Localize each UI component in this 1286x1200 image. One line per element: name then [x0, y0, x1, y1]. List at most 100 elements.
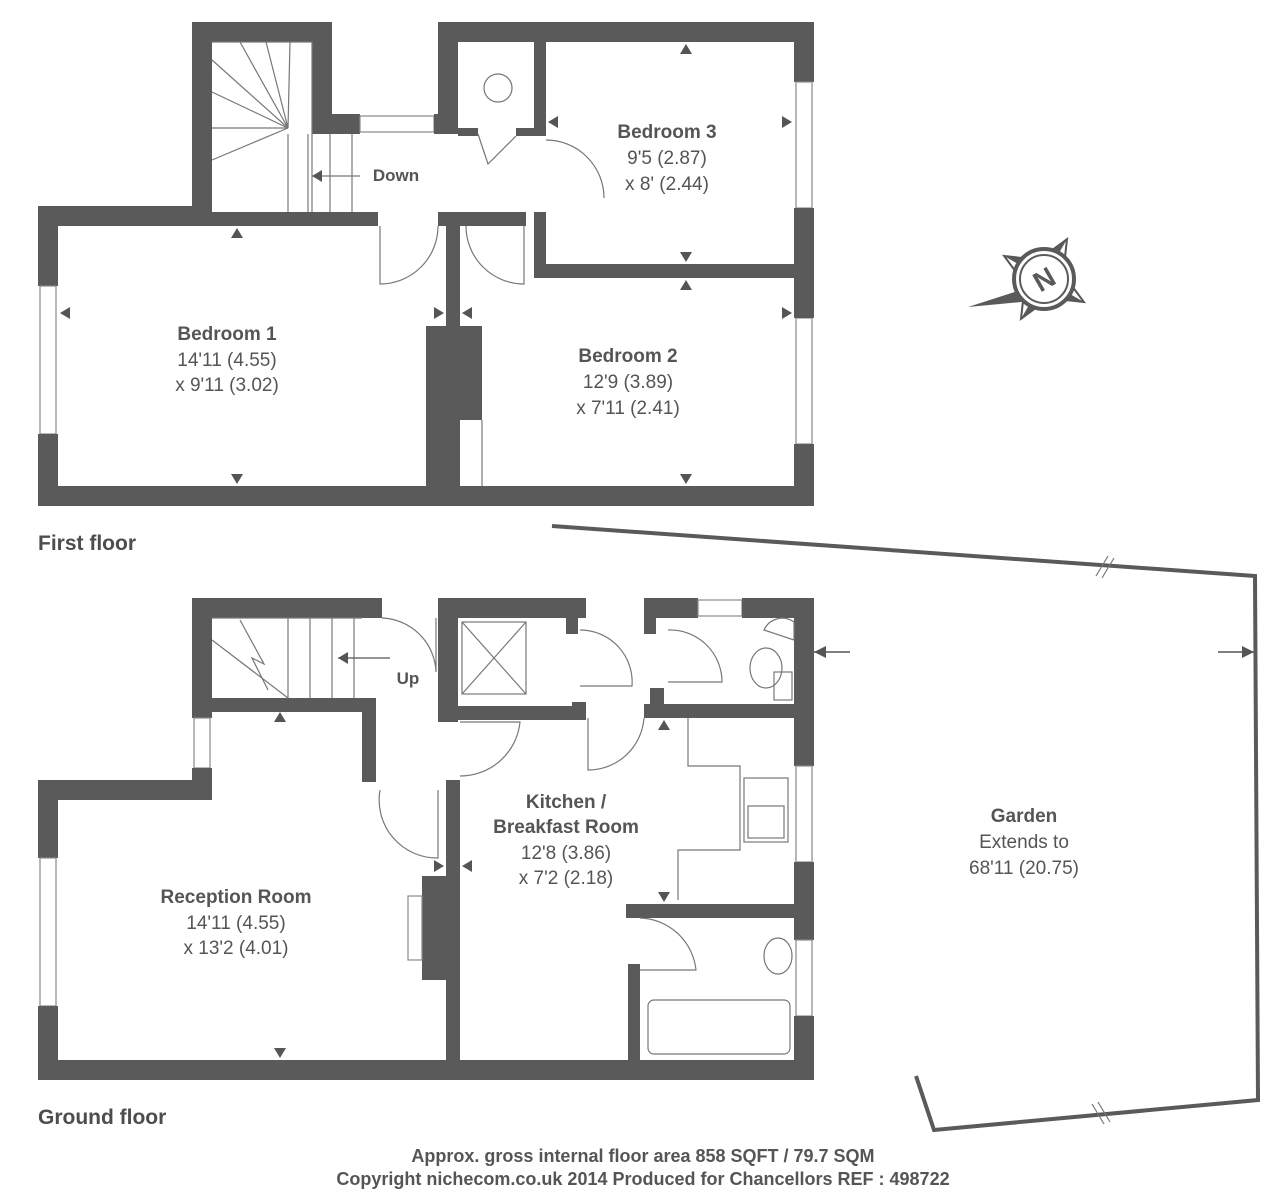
- wall: [38, 1060, 814, 1080]
- window: [795, 81, 813, 209]
- wall: [794, 598, 814, 766]
- wall: [644, 598, 656, 634]
- door-swing: [477, 133, 517, 166]
- wall: [458, 128, 478, 136]
- wall: [38, 780, 58, 858]
- garden-name: Garden: [991, 806, 1058, 827]
- staircase: [211, 41, 360, 212]
- wall: [644, 704, 814, 718]
- window: [39, 857, 57, 1007]
- copyright-text: Copyright nichecom.co.uk 2014 Produced f…: [336, 1169, 949, 1189]
- door-swing: [579, 629, 633, 687]
- wall: [212, 698, 376, 712]
- wall: [362, 698, 376, 782]
- door-swing: [465, 225, 525, 285]
- wall: [38, 434, 58, 506]
- wall: [192, 22, 212, 218]
- room-dimension: 12'8 (3.86): [521, 843, 611, 864]
- wall: [626, 904, 814, 918]
- sink-icon: [743, 777, 789, 843]
- wall: [38, 206, 212, 226]
- kitchen-counter: [677, 718, 741, 900]
- wall: [794, 280, 814, 318]
- wall: [192, 598, 212, 718]
- wall: [446, 706, 586, 720]
- ground-floor-plan: Up Kitchen / Breakfast Room 12'8 (3.86) …: [38, 598, 814, 1129]
- wall: [628, 964, 640, 1080]
- dimension-markers: [274, 712, 670, 1058]
- room-dimension: 9'5 (2.87): [627, 148, 707, 169]
- room-dimension: x 8' (2.44): [625, 174, 709, 195]
- stairs-label: Up: [397, 669, 420, 688]
- window: [39, 285, 57, 435]
- window: [359, 115, 435, 133]
- floor-label: Ground floor: [38, 1106, 166, 1129]
- wall: [38, 206, 58, 286]
- room-dimension: x 9'11 (3.02): [175, 375, 279, 396]
- wall: [644, 598, 698, 618]
- door-swing: [587, 717, 645, 771]
- boiler-icon: [483, 73, 513, 103]
- wall: [566, 618, 578, 634]
- wall: [626, 904, 640, 918]
- toilet-icon: [749, 647, 783, 689]
- door-swing: [667, 629, 723, 683]
- sink-bowl: [747, 805, 785, 839]
- room-name: Kitchen /: [526, 792, 607, 813]
- room-name: Breakfast Room: [493, 817, 639, 838]
- wall: [534, 264, 814, 278]
- room-dimension: 14'11 (4.55): [177, 350, 276, 371]
- floor-label: First floor: [38, 532, 136, 555]
- door-swing: [639, 917, 697, 971]
- window: [697, 599, 743, 617]
- wall: [38, 780, 212, 800]
- wall: [438, 598, 458, 722]
- wall: [312, 22, 332, 134]
- wall: [312, 114, 360, 134]
- room-name: Bedroom 3: [617, 122, 716, 143]
- window: [795, 939, 813, 1017]
- floor-area-text: Approx. gross internal floor area 858 SQ…: [411, 1146, 874, 1166]
- toilet-cistern: [773, 671, 793, 701]
- basin-icon: [763, 937, 793, 975]
- garden-dimension: 68'11 (20.75): [969, 858, 1079, 879]
- wall: [534, 42, 546, 134]
- basin-icon: [763, 617, 795, 641]
- chimney: [426, 326, 460, 506]
- room-dimension: 14'11 (4.55): [186, 913, 285, 934]
- wall: [650, 688, 664, 718]
- wall: [534, 212, 546, 278]
- wall: [438, 212, 526, 226]
- door-swing: [545, 139, 605, 199]
- wall: [516, 128, 546, 136]
- wall: [212, 212, 378, 226]
- wall: [38, 1006, 58, 1080]
- wall: [438, 22, 814, 42]
- door-swing: [381, 617, 437, 673]
- wall: [794, 22, 814, 82]
- fireplace-hearth: [407, 895, 423, 961]
- room-name: Reception Room: [161, 887, 312, 908]
- dimension-markers: [60, 44, 792, 484]
- room-name: Bedroom 2: [578, 346, 677, 367]
- garden-text: Extends to: [979, 832, 1069, 853]
- room-dimension: x 7'2 (2.18): [519, 868, 613, 889]
- staircase: [211, 617, 390, 699]
- wall: [794, 208, 814, 280]
- first-floor-plan: Down Bedroom 3 9'5 (2.87) x 8' (2.44) Be…: [38, 22, 814, 555]
- chimney: [422, 876, 460, 980]
- room-dimension: x 13'2 (4.01): [183, 938, 288, 959]
- window: [795, 317, 813, 445]
- garden-outline: Garden Extends to 68'11 (20.75): [551, 524, 1261, 1133]
- wall: [192, 22, 332, 42]
- door-swing: [459, 721, 521, 777]
- wall: [438, 598, 586, 618]
- compass-icon: N: [968, 237, 1086, 321]
- wall: [572, 702, 586, 720]
- room-dimension: x 7'11 (2.41): [576, 398, 680, 419]
- wall: [794, 862, 814, 940]
- shower-tray: [461, 621, 527, 695]
- door-swing: [378, 789, 439, 859]
- room-name: Bedroom 1: [177, 324, 277, 345]
